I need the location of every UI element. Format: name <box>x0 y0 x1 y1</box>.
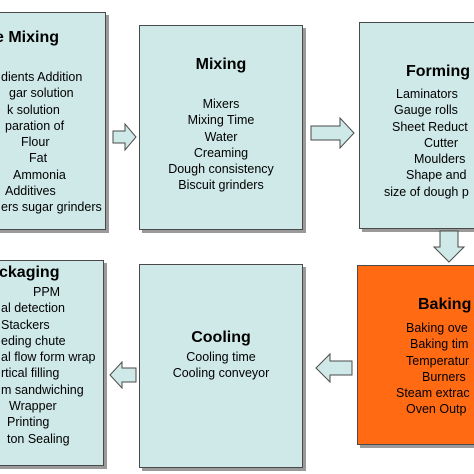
title-mixing: Mixing <box>195 56 247 73</box>
box-cooling: Cooling Cooling time Cooling conveyor <box>139 264 303 468</box>
item-pre-mixing-3: paration of <box>5 118 65 133</box>
item-mixing-3: Creaming <box>193 145 249 160</box>
item-pre-mixing-4: Flour <box>21 135 50 150</box>
box-mixing: Mixing Mixers Mixing Time Water Creaming… <box>139 25 303 230</box>
item-baking-1: Baking tim <box>410 337 469 352</box>
item-packaging-2: Stackers <box>1 317 50 332</box>
item-packaging-4: al flow form wrap <box>1 350 96 365</box>
title-pre-mixing: e Mixing <box>0 29 60 46</box>
title-cooling: Cooling <box>191 329 251 346</box>
arrow-down-icon <box>432 230 466 263</box>
item-packaging-8: Printing <box>7 415 50 430</box>
title-forming: Forming <box>406 63 470 80</box>
item-pre-mixing-7: Additives <box>5 184 56 199</box>
items-cooling: Cooling time Cooling conveyor <box>140 349 302 382</box>
box-baking: Baking Baking ove Baking tim Temperatur … <box>357 265 474 445</box>
item-mixing-2: Water <box>204 129 238 144</box>
item-mixing-1: Mixing Time <box>187 113 255 128</box>
items-packaging: PPM al detection Stackers eding chute al… <box>0 284 103 447</box>
title-baking: Baking <box>418 296 472 313</box>
item-packaging-3: eding chute <box>1 333 66 348</box>
item-packaging-0: PPM <box>33 285 61 299</box>
items-mixing: Mixers Mixing Time Water Creaming Dough … <box>140 96 302 194</box>
items-pre-mixing: dients Addition gar solution k solution … <box>0 69 103 216</box>
arrow-left-icon <box>315 352 353 384</box>
item-baking-5: Oven Outp <box>406 402 467 417</box>
item-cooling-1: Cooling conveyor <box>172 366 270 381</box>
item-pre-mixing-2: k solution <box>7 102 60 117</box>
item-forming-5: Shape and <box>406 168 467 183</box>
item-baking-0: Baking ove <box>406 321 468 335</box>
items-baking: Baking ove Baking tim Temperatur Burners… <box>358 320 474 418</box>
item-packaging-6: m sandwiching <box>1 382 84 397</box>
title-packaging: ckaging <box>0 264 60 281</box>
item-packaging-7: Wrapper <box>9 399 57 414</box>
item-forming-6: size of dough p <box>384 184 469 199</box>
item-forming-3: Cutter <box>424 135 459 150</box>
item-mixing-4: Dough consistency <box>168 162 274 177</box>
box-forming: Forming Laminators Gauge rolls Sheet Red… <box>359 22 474 229</box>
item-baking-4: Steam extrac <box>396 386 470 401</box>
item-forming-4: Moulders <box>414 152 466 167</box>
item-pre-mixing-1: gar solution <box>9 86 74 101</box>
item-cooling-0: Cooling time <box>186 350 256 364</box>
item-packaging-5: rtical filling <box>1 366 60 381</box>
box-pre-mixing: e Mixing dients Addition gar solution k … <box>0 12 106 230</box>
item-packaging-9: ton Sealing <box>7 431 70 446</box>
items-forming: Laminators Gauge rolls Sheet Reduct Cutt… <box>360 86 474 200</box>
arrow-right-icon <box>112 122 137 152</box>
item-forming-1: Gauge rolls <box>394 103 458 118</box>
box-packaging: ckaging PPM al detection Stackers eding … <box>0 260 104 466</box>
item-forming-2: Sheet Reduct <box>392 119 468 134</box>
item-baking-2: Temperatur <box>406 353 470 368</box>
item-forming-0: Laminators <box>396 87 458 101</box>
arrow-left-icon <box>109 360 137 390</box>
item-pre-mixing-8: ers sugar grinders <box>1 200 102 215</box>
item-mixing-0: Mixers <box>202 97 240 111</box>
item-packaging-1: al detection <box>1 301 65 316</box>
item-baking-3: Burners <box>422 369 466 384</box>
item-pre-mixing-6: Ammonia <box>13 167 66 182</box>
item-pre-mixing-0: dients Addition <box>1 70 83 84</box>
arrow-right-icon <box>310 116 355 150</box>
item-pre-mixing-5: Fat <box>29 151 48 166</box>
item-mixing-5: Biscuit grinders <box>178 178 264 193</box>
